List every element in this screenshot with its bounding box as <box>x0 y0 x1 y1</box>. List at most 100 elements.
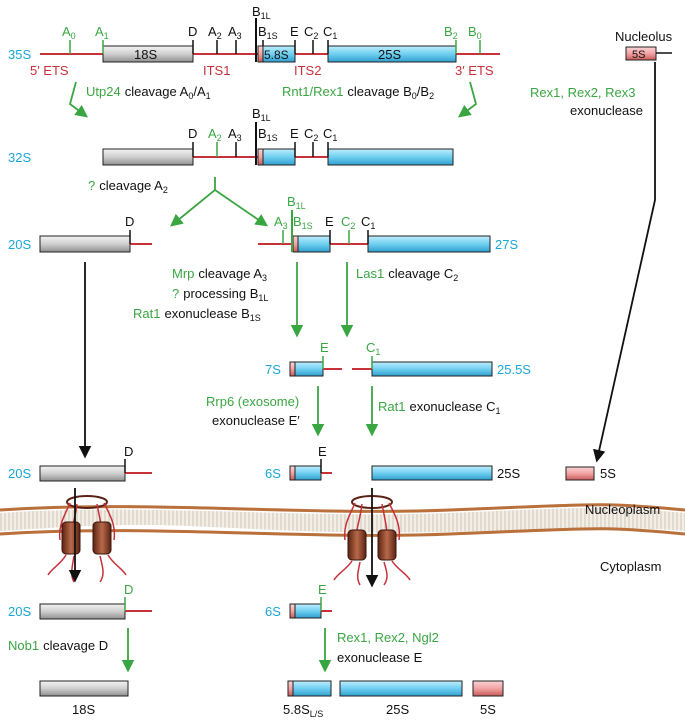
product-18s <box>39 680 129 697</box>
step-rexe-text: exonuclease E <box>337 650 423 665</box>
step-a2: ?cleavage A2 <box>88 178 168 195</box>
site-a1: A1 <box>95 24 109 41</box>
site-d: D <box>188 24 197 39</box>
site-e-27s: E <box>325 214 334 229</box>
precursor-6s-b <box>289 597 332 619</box>
site-b1s: B1S <box>258 24 278 41</box>
site-b1l: B1L <box>252 4 271 21</box>
label-18s: 18S <box>72 702 95 717</box>
region-its1: ITS1 <box>203 63 230 78</box>
site-b2: B2 <box>444 24 458 41</box>
label-nucleolus: Nucleolus <box>615 29 673 44</box>
label-27s: 27S <box>495 237 518 252</box>
step-rrp6-text: exonuclease E′ <box>212 413 300 428</box>
precursor-5s-nucleolus <box>625 46 672 61</box>
arrow-a2-left <box>170 177 216 227</box>
site-c2-32s: C2 <box>304 126 318 143</box>
site-a0: A0 <box>62 24 76 41</box>
region-5ets: 5′ ETS <box>30 63 69 78</box>
nuclear-pore-1 <box>47 495 127 583</box>
product-25s <box>339 680 463 697</box>
label-32s: 32S <box>8 150 31 165</box>
product-5s <box>472 680 504 697</box>
label-6s-a: 6S <box>265 466 281 481</box>
site-e-6s-a: E <box>318 444 327 459</box>
site-c1-25-5s: C1 <box>366 340 380 357</box>
label-nucleoplasm: Nucleoplasm <box>585 502 660 517</box>
site-c1-32s: C1 <box>323 126 337 143</box>
arrow-a2-right <box>214 189 269 227</box>
site-b1l-32s: B1L <box>252 106 271 123</box>
site-a3-27s: A3 <box>274 214 288 231</box>
label-20s-c: 20S <box>8 604 31 619</box>
site-d-20s-b: D <box>124 444 133 459</box>
site-c2-27s: C2 <box>341 214 355 231</box>
site-e-7s: E <box>320 340 329 355</box>
site-a3: A3 <box>228 24 242 41</box>
site-b1l-27s: B1L <box>287 194 306 211</box>
site-d-20s-a: D <box>125 214 134 229</box>
site-b0: B0 <box>468 24 482 41</box>
label-20s-b: 20S <box>8 466 31 481</box>
step-rex-text: exonuclease <box>570 103 643 118</box>
site-d-20s-c: D <box>124 582 133 597</box>
region-3ets: 3′ ETS <box>455 63 494 78</box>
label-5-8s: 5.8SL/S <box>283 702 323 719</box>
region-18s: 18S <box>134 47 157 62</box>
step-rrp6-enzyme: Rrp6 (exosome) <box>206 394 299 409</box>
label-25s-a: 25S <box>497 466 520 481</box>
precursor-27s <box>258 210 491 253</box>
label-20s-a: 20S <box>8 237 31 252</box>
label-5s-top: 5S <box>632 49 645 61</box>
label-cytoplasm: Cytoplasm <box>600 559 661 574</box>
nuclear-pore-2 <box>333 495 411 586</box>
nuclear-envelope <box>0 503 685 537</box>
step-processing: ?processing B1L <box>172 286 268 303</box>
site-d-32s: D <box>188 126 197 141</box>
label-25s-final: 25S <box>386 702 409 717</box>
precursor-35s <box>40 18 500 63</box>
site-e: E <box>290 24 299 39</box>
site-c1: C1 <box>323 24 337 41</box>
arrow-rnt1 <box>457 81 478 118</box>
step-rex-enzyme: Rex1, Rex2, Rex3 <box>530 85 636 100</box>
site-a2: A2 <box>208 24 222 41</box>
site-b1s-32s: B1S <box>258 126 278 143</box>
label-5s-final: 5S <box>480 702 496 717</box>
precursor-32s <box>102 122 454 166</box>
site-e-32s: E <box>290 126 299 141</box>
label-5s-a: 5S <box>600 466 616 481</box>
precursor-25s-a <box>371 465 493 481</box>
region-5-8s: 5.8S <box>264 48 289 62</box>
precursor-20s-b <box>39 459 152 482</box>
site-a3-32s: A3 <box>228 126 242 143</box>
label-6s-b: 6S <box>265 604 281 619</box>
region-its2: ITS2 <box>294 63 321 78</box>
site-b1s-27s: B1S <box>293 214 313 231</box>
label-7s: 7S <box>265 362 281 377</box>
arrow-utp24 <box>68 81 89 118</box>
product-5-8s <box>287 680 332 697</box>
precursor-7s <box>289 356 342 377</box>
precursor-20s-a <box>39 230 152 253</box>
precursor-6s-a <box>289 459 332 481</box>
precursor-5s-a <box>565 466 595 481</box>
arrow-5s-down <box>593 62 656 463</box>
precursor-20s-c <box>39 597 152 620</box>
precursor-25-5s <box>352 356 493 377</box>
site-a2-32s: A2 <box>208 126 222 143</box>
site-e-6s-b: E <box>318 582 327 597</box>
label-35s: 35S <box>8 47 31 62</box>
step-rexe-enzyme: Rex1, Rex2, Ngl2 <box>337 630 439 645</box>
site-c2: C2 <box>304 24 318 41</box>
region-25s: 25S <box>378 47 401 62</box>
